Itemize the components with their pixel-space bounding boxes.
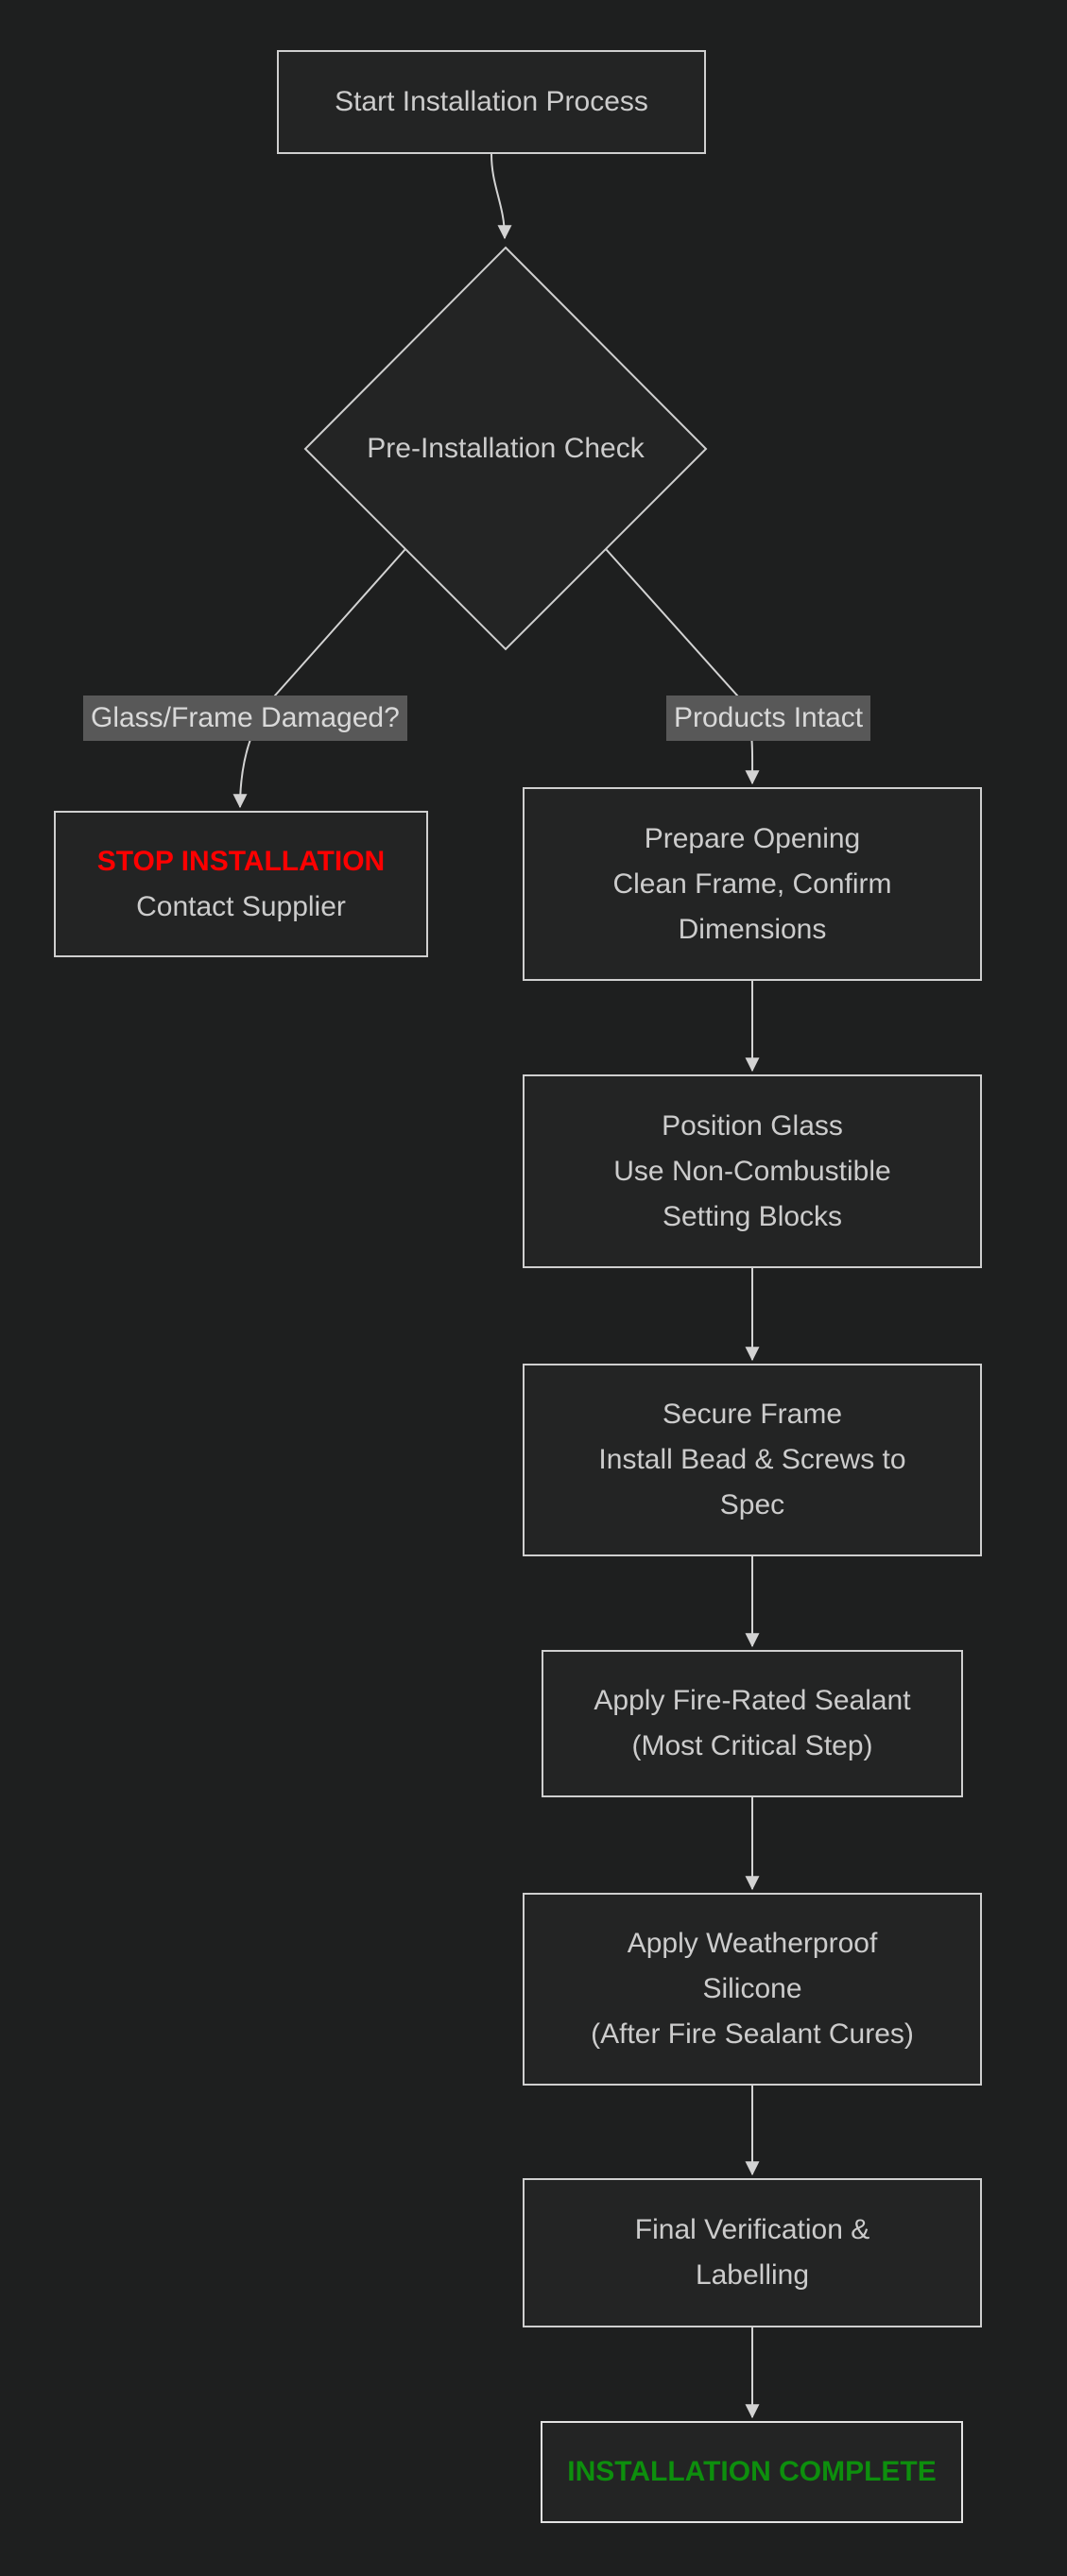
node-final-verification: Final Verification & Labelling bbox=[523, 2178, 982, 2327]
node-position-line-1: Position Glass bbox=[662, 1109, 843, 1142]
node-check-label: Pre-Installation Check bbox=[367, 433, 645, 464]
node-weatherproof-silicone: Apply Weatherproof Silicone (After Fire … bbox=[523, 1893, 982, 2086]
node-secure-line-2: Install Bead & Screws to bbox=[598, 1444, 906, 1475]
node-position-line-3: Setting Blocks bbox=[662, 1200, 843, 1232]
node-sealant-line-2: (Most Critical Step) bbox=[631, 1730, 873, 1761]
edge-label-damaged: Glass/Frame Damaged? bbox=[83, 696, 407, 741]
edge-check-to-stop bbox=[232, 548, 406, 809]
node-silicone-line-2: Silicone bbox=[702, 1973, 802, 2004]
node-installation-complete: INSTALLATION COMPLETE bbox=[541, 2421, 963, 2523]
node-secure-line-1: Secure Frame bbox=[662, 1399, 843, 1430]
node-secure-frame: Secure Frame Install Bead & Screws to Sp… bbox=[523, 1364, 982, 1556]
node-decision-diamond bbox=[303, 246, 708, 651]
node-fire-sealant: Apply Fire-Rated Sealant (Most Critical … bbox=[542, 1650, 963, 1797]
node-secure-line-3: Spec bbox=[719, 1489, 785, 1520]
node-start: Start Installation Process bbox=[277, 50, 706, 154]
node-position-line-2: Use Non-Combustible bbox=[613, 1155, 891, 1187]
node-stop-title: STOP INSTALLATION bbox=[96, 845, 386, 877]
node-prepare-line-3: Dimensions bbox=[678, 913, 827, 945]
node-silicone-line-1: Apply Weatherproof bbox=[627, 1928, 878, 1959]
node-silicone-line-3: (After Fire Sealant Cures) bbox=[591, 2018, 914, 2050]
node-stop-installation: STOP INSTALLATION Contact Supplier bbox=[54, 811, 428, 957]
edge-start-to-check bbox=[490, 153, 512, 240]
node-stop-subtitle: Contact Supplier bbox=[136, 890, 346, 922]
node-verify-line-2: Labelling bbox=[695, 2259, 810, 2291]
edge-check-to-prepare bbox=[605, 548, 760, 785]
node-position-glass: Position Glass Use Non-Combustible Setti… bbox=[523, 1074, 982, 1268]
node-verify-line-1: Final Verification & bbox=[634, 2214, 870, 2245]
edge-label-intact: Products Intact bbox=[666, 696, 871, 741]
node-prepare-opening: Prepare Opening Clean Frame, Confirm Dim… bbox=[523, 787, 982, 981]
node-start-label: Start Installation Process bbox=[335, 86, 648, 117]
node-prepare-line-2: Clean Frame, Confirm bbox=[612, 867, 892, 900]
node-sealant-line-1: Apply Fire-Rated Sealant bbox=[594, 1685, 911, 1716]
node-complete-label: INSTALLATION COMPLETE bbox=[567, 2456, 937, 2487]
node-prepare-line-1: Prepare Opening bbox=[644, 822, 861, 854]
